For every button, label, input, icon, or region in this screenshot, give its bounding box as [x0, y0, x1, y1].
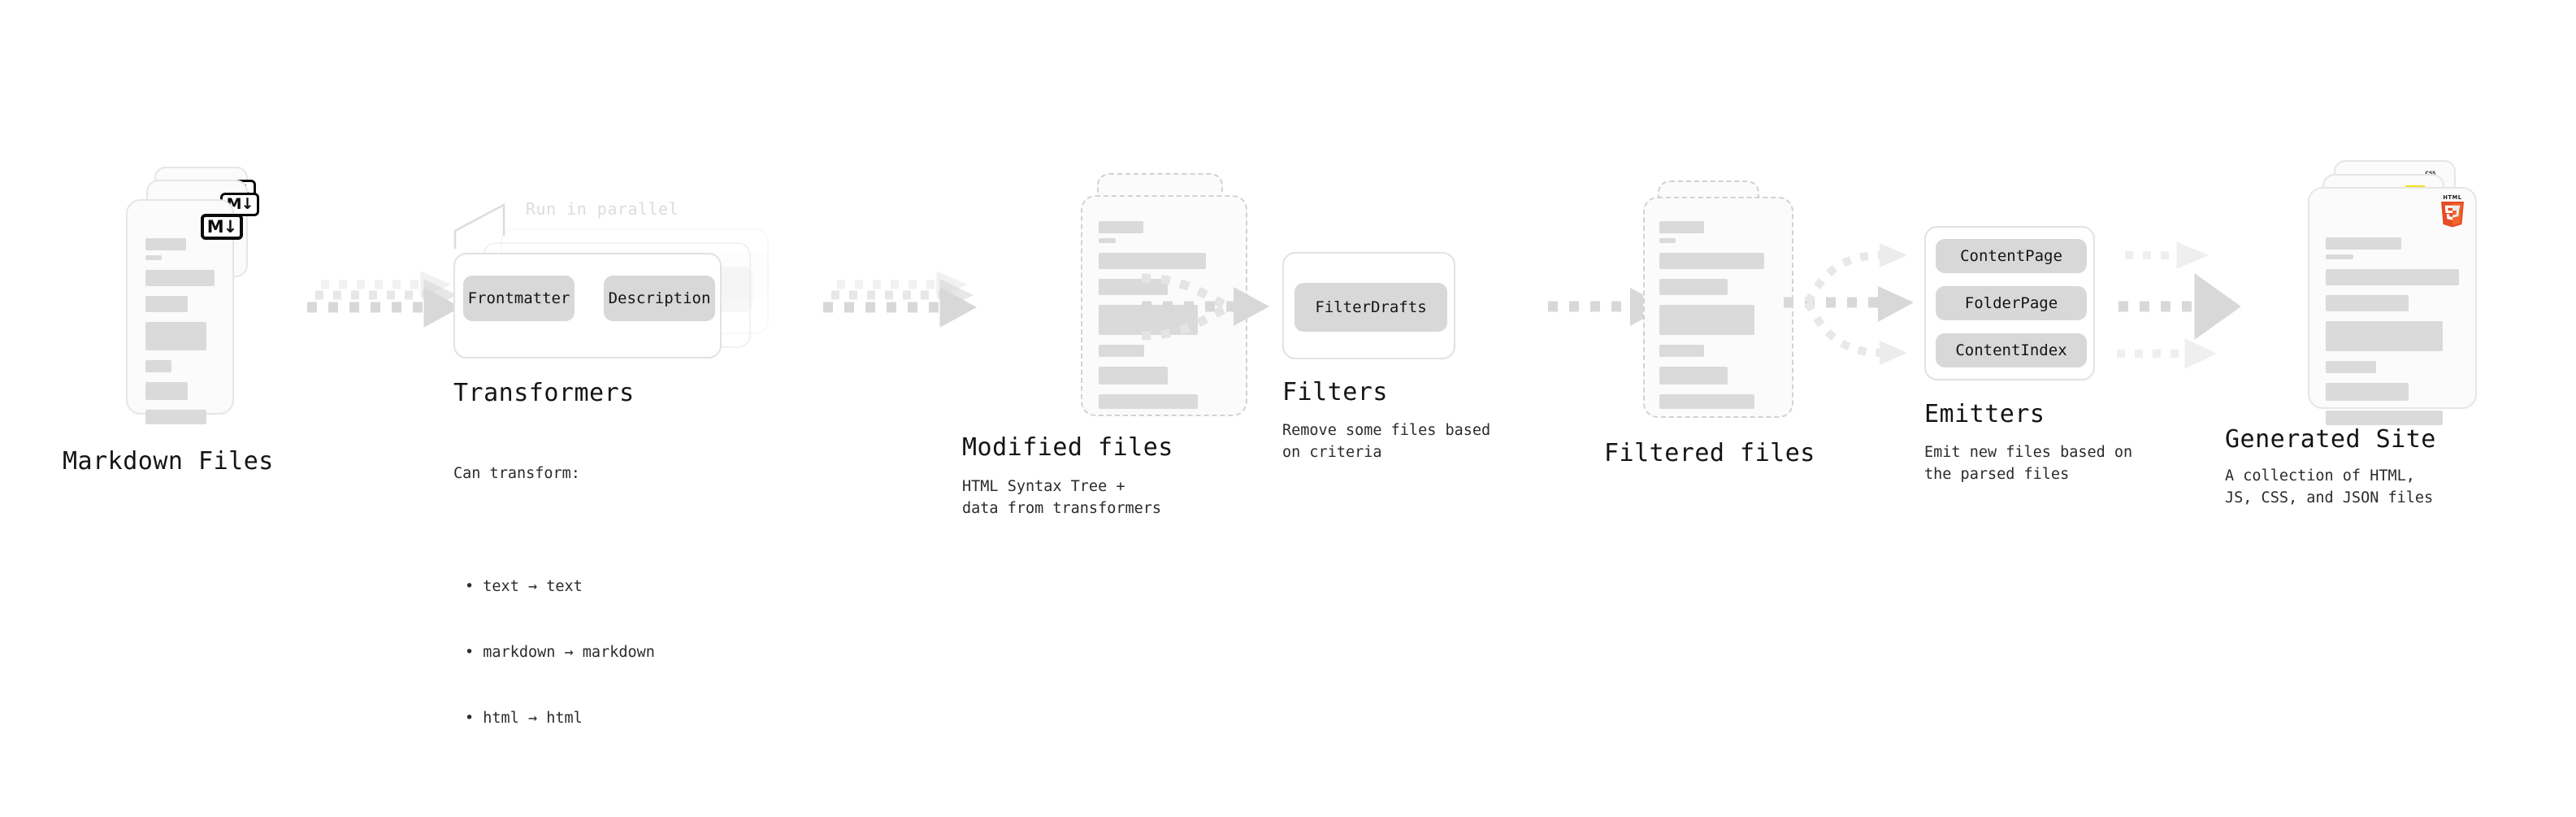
stage-generated-site: CSS JS HTML [2218, 0, 2576, 681]
stage-filters: FilterDrafts Filters Remove some files b… [1276, 0, 1585, 681]
card-content-lines [1659, 221, 1777, 419]
filters-groupbox: FilterDrafts [1282, 252, 1455, 359]
content-bar [145, 360, 172, 372]
content-bar [1099, 345, 1145, 357]
content-bar [2326, 254, 2354, 259]
content-bar [2326, 411, 2444, 425]
content-bar [1099, 221, 1143, 233]
site-card-front: HTML [2308, 187, 2477, 425]
pipeline-diagram: M↓ M↓ M↓ Markdown Files [0, 0, 2576, 727]
card-content-lines [2326, 237, 2459, 435]
content-bar [145, 296, 188, 312]
content-bar [1659, 221, 1705, 233]
stage-title-emitters: Emitters [1924, 400, 2045, 428]
filtered-card-front [1643, 197, 1793, 418]
content-bar [145, 322, 206, 350]
svg-text:HTML: HTML [2443, 194, 2461, 201]
content-bar [145, 410, 206, 424]
filter-chip-filterdrafts[interactable]: FilterDrafts [1295, 283, 1447, 332]
transformer-chip-description[interactable]: Description [604, 276, 715, 321]
emitters-groupbox: ContentPage FolderPage ContentIndex [1924, 226, 2095, 380]
content-bar [1099, 279, 1169, 295]
content-bar [2326, 237, 2402, 250]
markdown-card-front: M↓ [126, 199, 243, 424]
content-bar [2326, 269, 2459, 285]
content-bar [2326, 383, 2409, 401]
transformers-subtitle: Can transform: • text → text • markdown … [453, 419, 655, 817]
emitter-chip-folderpage[interactable]: FolderPage [1936, 286, 2087, 320]
content-bar [1659, 394, 1755, 409]
content-bar [2326, 361, 2377, 373]
transformers-bullet-list: • text → text • markdown → markdown • ht… [453, 532, 655, 773]
stage-title-transformers: Transformers [453, 379, 635, 407]
content-bar [1659, 279, 1728, 295]
stage-title-generated-site: Generated Site [2225, 425, 2436, 454]
stage-emitters: ContentPage FolderPage ContentIndex Emit… [1910, 0, 2235, 681]
transformer-chip-frontmatter[interactable]: Frontmatter [463, 276, 575, 321]
stage-title-modified-files: Modified files [962, 433, 1173, 462]
card-content-lines [1099, 221, 1229, 419]
content-bar [1659, 253, 1765, 269]
transformers-groupbox: Frontmatter Description [453, 253, 722, 359]
transformers-bullet-item: • html → html [465, 710, 583, 727]
stage-title-markdown-files: Markdown Files [63, 447, 274, 476]
transformers-subtitle-lead: Can transform: [453, 465, 580, 482]
content-bar [1099, 367, 1169, 385]
transformers-bullet-item: • text → text [465, 578, 583, 595]
stage-modified-files: Modified files HTML Syntax Tree + data f… [926, 0, 1251, 681]
content-bar [1659, 367, 1728, 385]
content-bar [2326, 321, 2444, 351]
content-bar [1659, 345, 1705, 357]
content-bar [1099, 238, 1116, 243]
content-bar [1099, 305, 1199, 335]
run-in-parallel-label: Run in parallel [526, 199, 679, 219]
generated-site-subtitle: A collection of HTML, JS, CSS, and JSON … [2225, 467, 2434, 506]
markdown-badge-icon: M↓ [201, 214, 243, 240]
filters-subtitle: Remove some files based on criteria [1282, 422, 1491, 461]
modified-files-subtitle: HTML Syntax Tree + data from transformer… [962, 478, 1162, 517]
emitter-chip-contentpage[interactable]: ContentPage [1936, 239, 2087, 273]
content-bar [1099, 253, 1207, 269]
stage-transformers: Run in parallel Frontmatter Description … [439, 0, 861, 727]
content-bar [145, 382, 188, 400]
content-bar [145, 270, 215, 286]
content-bar [145, 238, 187, 250]
emitters-subtitle: Emit new files based on the parsed files [1924, 444, 2133, 483]
stage-title-filtered-files: Filtered files [1604, 439, 1815, 467]
stage-markdown-files: M↓ M↓ M↓ Markdown Files [0, 0, 341, 681]
content-bar [1659, 238, 1676, 243]
card-content-lines [145, 238, 215, 434]
stage-filtered-files: Filtered files [1568, 0, 1877, 681]
emitter-chip-contentindex[interactable]: ContentIndex [1936, 333, 2087, 367]
svg-text:CSS: CSS [2426, 171, 2436, 176]
transformers-bullet-item: • markdown → markdown [465, 644, 655, 661]
content-bar [1099, 394, 1199, 409]
content-bar [1659, 305, 1755, 335]
modified-card-front [1081, 195, 1247, 416]
content-bar [2326, 295, 2409, 311]
html5-badge-icon: HTML [2441, 194, 2464, 228]
stage-title-filters: Filters [1282, 378, 1388, 406]
content-bar [145, 255, 162, 260]
